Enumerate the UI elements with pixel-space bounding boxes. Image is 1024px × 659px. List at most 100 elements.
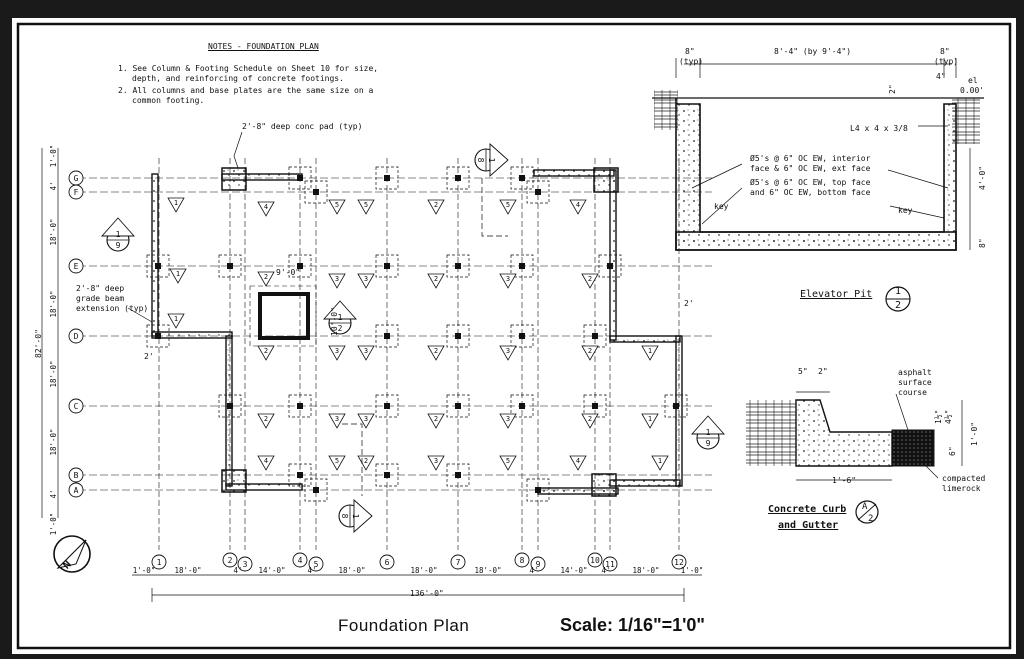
- footing: [218, 254, 242, 278]
- pit-rebar-4: and 6" OC EW, bottom face: [750, 188, 871, 197]
- column-label: 1: [157, 558, 162, 567]
- left-dim-text: 18'-0": [49, 290, 58, 317]
- column-base-plate: [455, 472, 461, 478]
- column-base-plate: [455, 403, 461, 409]
- section-ref-symbol: 12: [322, 300, 358, 335]
- column-label: 8: [520, 556, 525, 565]
- section-ref-arrow: [489, 142, 509, 178]
- pit-wall-right-dim: 8": [940, 47, 950, 56]
- footing: [446, 254, 470, 278]
- section-ref-top: 1: [338, 313, 343, 322]
- footing-mark-triangle: [427, 199, 445, 215]
- left-dim-text: 4': [49, 181, 58, 190]
- footing: [510, 324, 534, 348]
- footing-mark-number: 4: [264, 203, 268, 211]
- pit-plan-height-dim: 10'-0": [330, 307, 339, 336]
- footing-mark-number: 1: [174, 315, 178, 323]
- left-dim-text: 18'-0": [49, 428, 58, 455]
- pit-key-left: key: [714, 202, 729, 211]
- footing-mark-number: 3: [506, 275, 510, 283]
- footing-mark-number: 5: [335, 201, 339, 209]
- callout-grade-beam-3: extension (typ): [76, 304, 149, 313]
- pit-rebar-3: Ø5's @ 6" OC EW, top face: [750, 178, 871, 187]
- footing: [288, 463, 312, 487]
- footing-mark-triangle: [357, 345, 375, 361]
- section-ref-arrow: [353, 498, 373, 534]
- dim-2ft-left: 2': [144, 352, 154, 361]
- curb-concrete: [795, 399, 893, 467]
- footing-mark-triangle: [581, 413, 599, 429]
- footing-mark-triangle: [569, 455, 587, 471]
- column-label: 10: [590, 556, 600, 565]
- footing-mark-triangle: [427, 455, 445, 471]
- column-base-plate: [519, 333, 525, 339]
- footing: [375, 394, 399, 418]
- footing-mark-number: 2: [264, 415, 268, 423]
- footing-mark-triangle: [641, 345, 659, 361]
- grade-beam: [675, 335, 683, 487]
- footing-mark-triangle: [569, 199, 587, 215]
- pit-4in-dim: 4": [936, 72, 946, 81]
- footing-mark-triangle: [427, 413, 445, 429]
- footing: [288, 166, 312, 190]
- section-ref-symbol: 18: [474, 142, 509, 178]
- callout-grade-beam-1: 2'-8" deep: [76, 284, 125, 293]
- pit-rebar-1: Ø5's @ 6" OC EW, interior: [750, 154, 871, 163]
- soil-hatch-left: [654, 90, 678, 130]
- pit-inside-dim: 8'-4" (by 9'-4"): [774, 47, 852, 56]
- note-2-line-2: common footing.: [132, 96, 205, 105]
- column-base-plate: [297, 472, 303, 478]
- bottom-dim-text: 4': [307, 566, 316, 575]
- corner-pad: [593, 167, 619, 193]
- column-label: 11: [605, 560, 615, 569]
- footing: [375, 324, 399, 348]
- column-bubble: [379, 554, 395, 570]
- footing-mark-number: 1: [648, 415, 652, 423]
- row-label: E: [74, 262, 79, 271]
- footing-mark-triangle: [651, 455, 669, 471]
- column-base-plate: [384, 263, 390, 269]
- footing-mark-number: 3: [335, 275, 339, 283]
- column-base-plate: [455, 263, 461, 269]
- footing-mark-number: 5: [506, 457, 510, 465]
- column-base-plate: [384, 472, 390, 478]
- left-dim-text: 18'-0": [49, 218, 58, 245]
- footing: [146, 254, 170, 278]
- curb-ref-divider: [857, 503, 877, 521]
- pit-ref-bottom: 2: [895, 300, 902, 311]
- footing-mark-triangle: [427, 345, 445, 361]
- pit-ref-top: 1: [895, 286, 902, 297]
- footing-mark-number: 3: [506, 347, 510, 355]
- column-base-plate: [592, 403, 598, 409]
- column-base-plate: [592, 333, 598, 339]
- footing-mark-triangle: [581, 345, 599, 361]
- footing-mark-number: 4: [576, 457, 580, 465]
- footing-mark-number: 3: [364, 347, 368, 355]
- bottom-dim-text: 18'-0": [632, 566, 659, 575]
- corner-pad: [591, 473, 617, 497]
- column-bubble: [530, 556, 546, 572]
- pit-rebar-2: face & 6" OC EW, ext face: [750, 164, 871, 173]
- column-base-plate: [455, 175, 461, 181]
- curb-title-1: Concrete Curb: [768, 504, 847, 515]
- footing-mark-number: 2: [434, 415, 438, 423]
- footing-mark-triangle: [328, 199, 346, 215]
- footing: [510, 394, 534, 418]
- footing-mark-number: 5: [364, 201, 368, 209]
- column-base-plate: [535, 487, 541, 493]
- column-base-plate: [297, 403, 303, 409]
- pit-2in-dim: 2": [888, 84, 897, 94]
- column-base-plate: [313, 487, 319, 493]
- curb-gutter-section: [746, 391, 963, 524]
- pit-el-value: 0.00': [960, 86, 985, 95]
- section-ref-symbol: 18: [338, 498, 373, 534]
- pit-wall-left-dim: 8": [685, 47, 695, 56]
- column-base-plate: [673, 403, 679, 409]
- footing: [526, 180, 550, 204]
- section-ref-arrow: [100, 217, 136, 237]
- footing: [288, 394, 312, 418]
- grade-beam: [151, 331, 233, 339]
- footing: [598, 254, 622, 278]
